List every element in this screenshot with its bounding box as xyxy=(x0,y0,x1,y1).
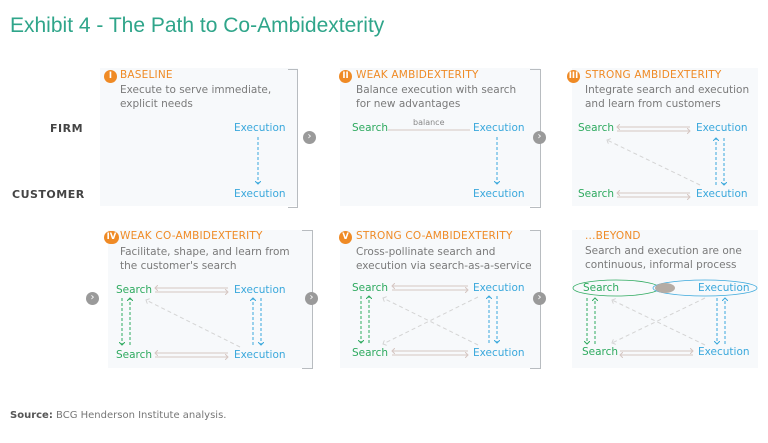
panel-title: WEAK CO-AMBIDEXTERITY xyxy=(120,230,263,242)
panel-title: WEAK AMBIDEXTERITY xyxy=(356,69,479,81)
execution-customer: Execution xyxy=(473,188,525,200)
execution-customer: Execution xyxy=(696,188,748,200)
execution-customer: Execution xyxy=(234,349,286,361)
panel-description: Facilitate, shape, and learn from the cu… xyxy=(120,246,290,272)
panel-description: Search and execution are one continuous,… xyxy=(585,245,742,271)
row-label-firm: FIRM xyxy=(50,122,84,135)
panel-title: STRONG CO-AMBIDEXTERITY xyxy=(356,230,513,242)
execution-customer: Execution xyxy=(234,188,286,200)
panel-title: BASELINE xyxy=(120,69,173,81)
panel-weak-co-ambidexterity xyxy=(108,230,312,368)
chevron-right-circle-icon: › xyxy=(303,131,316,144)
panel-strong-co-ambidexterity xyxy=(340,230,540,368)
panel-title: ...BEYOND xyxy=(585,230,641,242)
panel-title: STRONG AMBIDEXTERITY xyxy=(585,69,722,81)
panel-weak-ambidexterity xyxy=(340,68,540,206)
step-number-badge: III xyxy=(567,70,580,83)
row-label-customer: CUSTOMER xyxy=(12,188,85,201)
page-title: Exhibit 4 - The Path to Co-Ambidexterity xyxy=(10,14,385,37)
step-number-badge: V xyxy=(339,231,352,244)
search-firm: Search xyxy=(352,282,389,294)
search-customer: Search xyxy=(578,188,615,200)
chevron-right-circle-icon: › xyxy=(305,292,318,305)
source-text: BCG Henderson Institute analysis. xyxy=(52,410,227,421)
search-firm: Search xyxy=(352,122,389,134)
chevron-right-circle-icon: › xyxy=(533,292,546,305)
step-number-badge: II xyxy=(339,70,352,83)
chevron-right-circle-icon: › xyxy=(533,131,546,144)
step-number-badge: IV xyxy=(104,231,119,244)
search-firm: Search xyxy=(116,284,153,296)
panel-strong-ambidexterity xyxy=(572,68,758,206)
execution-firm: Execution xyxy=(698,282,750,294)
execution-firm: Execution xyxy=(473,282,525,294)
execution-customer: Execution xyxy=(473,347,525,359)
execution-customer: Execution xyxy=(698,346,750,358)
execution-firm: Execution xyxy=(234,122,286,134)
step-number-badge: I xyxy=(104,70,117,83)
search-firm: Search xyxy=(583,282,620,294)
execution-firm: Execution xyxy=(696,122,748,134)
search-customer: Search xyxy=(352,347,389,359)
bracket xyxy=(288,69,298,208)
source-note: Source: BCG Henderson Institute analysis… xyxy=(10,410,226,421)
panel-description: Integrate search and execution and learn… xyxy=(585,84,750,110)
panel-description: Balance execution with search for new ad… xyxy=(356,84,517,110)
balance-label: balance xyxy=(413,118,445,127)
panel-description: Cross-pollinate search and execution via… xyxy=(356,246,532,272)
panel-baseline xyxy=(100,68,298,206)
execution-firm: Execution xyxy=(473,122,525,134)
search-customer: Search xyxy=(582,346,619,358)
search-firm: Search xyxy=(578,122,615,134)
source-label: Source: xyxy=(10,410,53,421)
panel-description: Execute to serve immediate, explicit nee… xyxy=(120,84,272,110)
execution-firm: Execution xyxy=(234,284,286,296)
chevron-right-circle-icon: › xyxy=(86,292,99,305)
search-customer: Search xyxy=(116,349,153,361)
